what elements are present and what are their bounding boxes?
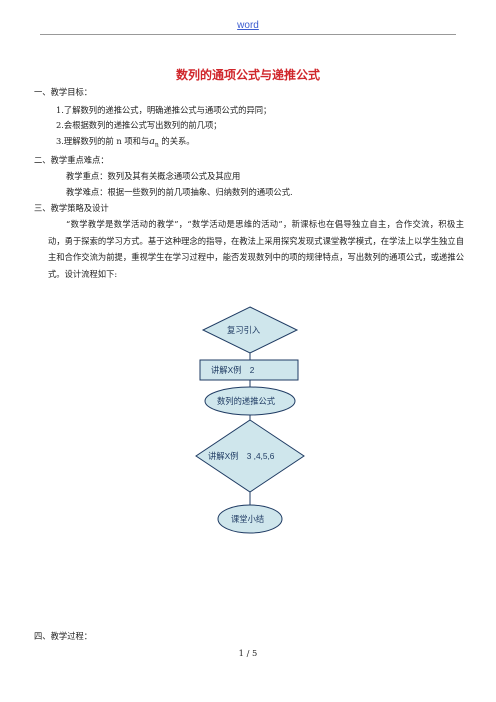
flow-node-recursion-ellipse bbox=[204, 386, 296, 416]
difficult-point: 教学难点：根据一些数列的前几项抽象、归纳数列的通项公式. bbox=[66, 187, 293, 197]
flow-label-summary: 课堂小结 bbox=[231, 514, 264, 524]
strategy-paragraph: “数学教学是数学活动的教学”，“数学活动是思维的活动”，新课标也在倡导独立自主，… bbox=[48, 219, 464, 279]
objective-3-tail: 的关系。 bbox=[158, 136, 195, 146]
section-2-heading: 二、教学重点难点： bbox=[34, 155, 109, 165]
flow-label-review: 复习引入 bbox=[227, 325, 260, 335]
flow-node-review-diamond bbox=[201, 306, 299, 354]
teaching-flowchart: 复习引入 讲解X例 2 数列的递推公式 讲解X例 3 ,4,5,6 课堂小结 bbox=[195, 306, 305, 534]
objective-1: 1.了解数列的递推公式，明确递推公式与通项公式的异同； bbox=[56, 105, 272, 115]
flow-label-recursion: 数列的递推公式 bbox=[217, 396, 276, 406]
page-number: 1 / 5 bbox=[238, 648, 258, 658]
section-4-heading: 四、教学过程： bbox=[34, 631, 93, 641]
math-sub-n: n bbox=[154, 141, 159, 149]
section-3-heading: 三、教学策略及设计 bbox=[34, 203, 109, 213]
flow-node-summary-ellipse bbox=[217, 504, 283, 534]
key-point: 教学重点：数列及其有关概念通项公式及其应用 bbox=[66, 171, 241, 181]
math-var-a: a bbox=[149, 136, 155, 147]
flow-node-example2-rect bbox=[199, 359, 299, 381]
header-rule bbox=[40, 34, 456, 35]
flow-node-examples-diamond bbox=[195, 419, 305, 493]
objective-3-text: 3.理解数列的前 n 项和与 bbox=[56, 136, 150, 146]
flow-label-examples: 讲解X例 3 ,4,5,6 bbox=[208, 451, 275, 461]
objective-3: 3.理解数列的前 n 项和与an 的关系。 bbox=[56, 135, 195, 152]
document-title: 数列的通项公式与递推公式 bbox=[175, 68, 320, 82]
section-1-heading: 一、教学目标： bbox=[34, 87, 93, 97]
objective-2: 2.会根据数列的递推公式写出数列的前几项； bbox=[56, 120, 222, 130]
header-word-link[interactable]: word bbox=[237, 20, 259, 31]
flow-label-example2: 讲解X例 2 bbox=[211, 365, 255, 375]
